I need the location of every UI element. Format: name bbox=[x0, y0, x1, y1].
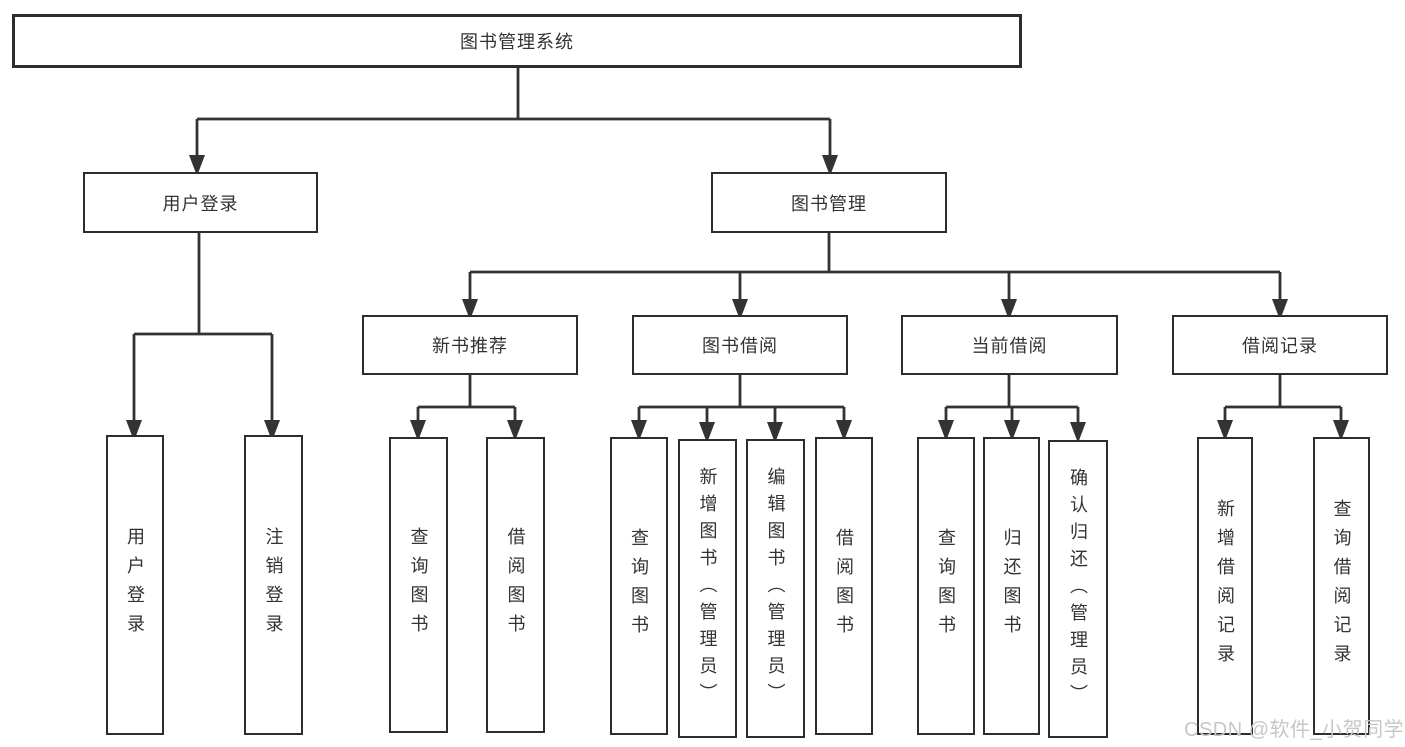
node-book-borrowing-label: 图书借阅 bbox=[702, 336, 778, 356]
node-root-label: 图书管理系统 bbox=[460, 32, 574, 52]
leaf-return-books-label: 归还图书 bbox=[1001, 528, 1022, 644]
leaf-borrowing-borrow-books-label: 借阅图书 bbox=[834, 528, 854, 644]
leaf-confirm-return-admin: 确认归还（管理员） bbox=[1048, 440, 1108, 738]
leaf-query-borrow-record-label: 查询借阅记录 bbox=[1331, 499, 1352, 673]
leaf-current-query-books: 查询图书 bbox=[917, 437, 975, 735]
leaf-query-borrow-record: 查询借阅记录 bbox=[1313, 437, 1370, 735]
leaf-add-books-admin-label: 新增图书（管理员） bbox=[697, 467, 718, 710]
leaf-logout: 注销登录 bbox=[244, 435, 303, 735]
leaf-user-login-label: 用户登录 bbox=[125, 527, 145, 643]
leaf-recommend-borrow-books: 借阅图书 bbox=[486, 437, 545, 733]
leaf-user-login: 用户登录 bbox=[106, 435, 164, 735]
node-user-login-label: 用户登录 bbox=[162, 193, 239, 214]
leaf-add-borrow-record: 新增借阅记录 bbox=[1197, 437, 1253, 735]
leaf-current-query-books-label: 查询图书 bbox=[936, 528, 956, 644]
leaf-borrowing-query-books-label: 查询图书 bbox=[629, 528, 649, 644]
leaf-add-borrow-record-label: 新增借阅记录 bbox=[1215, 499, 1235, 673]
node-new-book-recommend-label: 新书推荐 bbox=[432, 336, 508, 356]
node-new-book-recommend: 新书推荐 bbox=[362, 315, 578, 375]
leaf-recommend-query-books: 查询图书 bbox=[389, 437, 448, 733]
node-user-login: 用户登录 bbox=[83, 172, 318, 233]
node-current-borrowing-label: 当前借阅 bbox=[971, 336, 1048, 356]
csdn-watermark: CSDN @软件_小贺同学 bbox=[1184, 719, 1405, 741]
node-borrow-records-label: 借阅记录 bbox=[1242, 336, 1318, 356]
node-book-management-label: 图书管理 bbox=[791, 193, 867, 214]
leaf-logout-label: 注销登录 bbox=[263, 527, 284, 643]
leaf-return-books: 归还图书 bbox=[983, 437, 1040, 735]
leaf-borrowing-query-books: 查询图书 bbox=[610, 437, 668, 735]
leaf-recommend-borrow-books-label: 借阅图书 bbox=[505, 527, 526, 643]
leaf-edit-books-admin: 编辑图书（管理员） bbox=[746, 439, 805, 738]
node-current-borrowing: 当前借阅 bbox=[901, 315, 1118, 375]
node-book-borrowing: 图书借阅 bbox=[632, 315, 848, 375]
node-root: 图书管理系统 bbox=[12, 14, 1022, 68]
leaf-add-books-admin: 新增图书（管理员） bbox=[678, 439, 737, 738]
leaf-confirm-return-admin-label: 确认归还（管理员） bbox=[1068, 467, 1088, 711]
leaf-recommend-query-books-label: 查询图书 bbox=[408, 527, 429, 643]
node-borrow-records: 借阅记录 bbox=[1172, 315, 1388, 375]
node-book-management: 图书管理 bbox=[711, 172, 947, 233]
leaf-edit-books-admin-label: 编辑图书（管理员） bbox=[765, 467, 786, 710]
leaf-borrowing-borrow-books: 借阅图书 bbox=[815, 437, 873, 735]
